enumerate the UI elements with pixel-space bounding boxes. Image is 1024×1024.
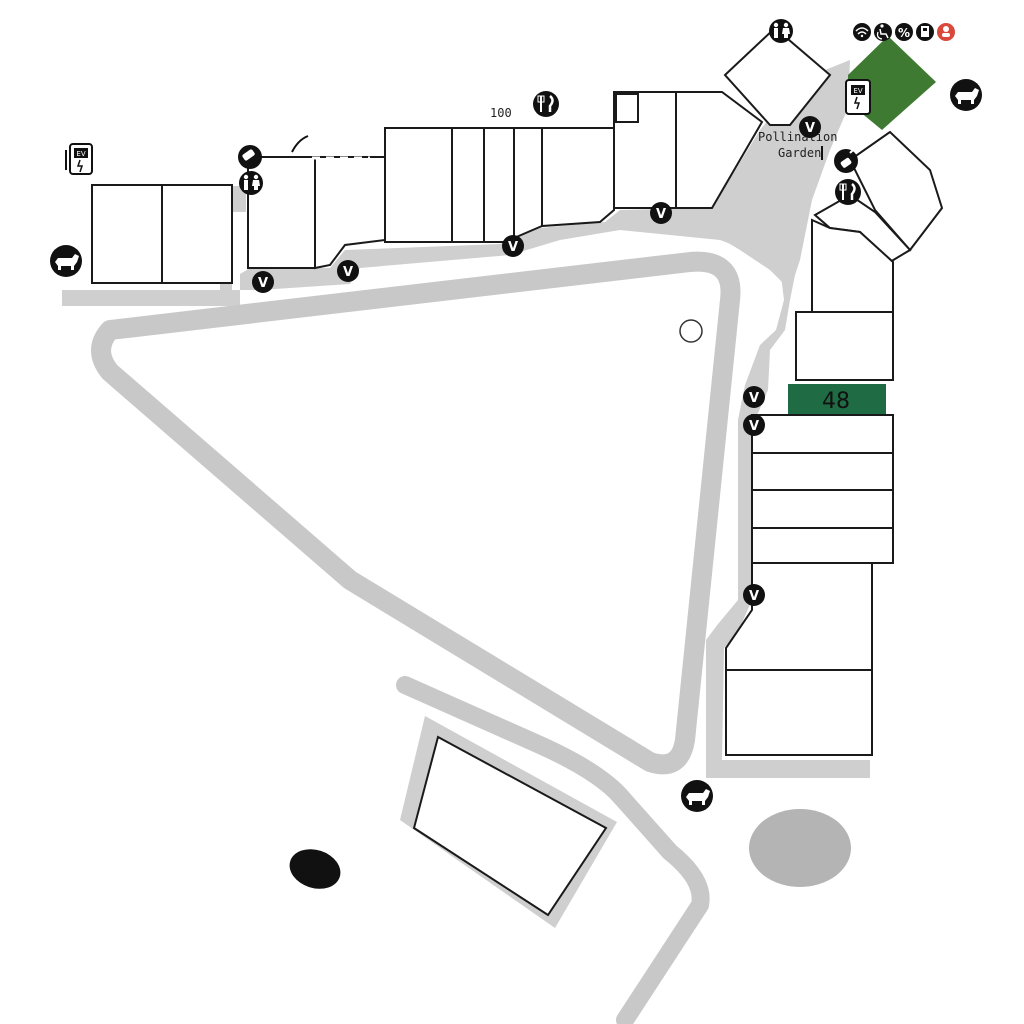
pollination-garden-label: Pollination: [758, 130, 837, 144]
store-unit[interactable]: [751, 452, 894, 491]
dog-icon[interactable]: [681, 780, 713, 812]
path-fragment: [291, 135, 309, 153]
ev-charging-icon[interactable]: EV: [845, 79, 871, 115]
dog-icon[interactable]: [50, 245, 82, 277]
ev-charging-icon[interactable]: EV: [65, 143, 93, 175]
vendor-markers: V V V V V V V V: [252, 116, 821, 606]
unit-100-label: 100: [490, 106, 512, 120]
vendor-marker[interactable]: V: [502, 235, 524, 257]
svg-text:V: V: [805, 121, 815, 136]
store-unit[interactable]: [161, 184, 233, 284]
svg-text:V: V: [343, 265, 353, 280]
wifi-icon[interactable]: [853, 23, 871, 41]
percent-icon[interactable]: %: [895, 23, 913, 41]
amenity-icon-row: %: [853, 23, 955, 41]
vendor-marker[interactable]: V: [799, 116, 821, 138]
store-unit[interactable]: [384, 127, 453, 243]
information-icon[interactable]: [937, 23, 955, 41]
store-unit[interactable]: [751, 527, 894, 564]
electric-plug-icon[interactable]: [834, 148, 858, 173]
pollination-garden-label-2: Garden: [778, 146, 821, 160]
vendor-marker[interactable]: V: [337, 260, 359, 282]
store-unit[interactable]: [541, 127, 615, 228]
store-unit[interactable]: [483, 127, 515, 243]
store-unit[interactable]: [723, 26, 832, 126]
svg-text:EV: EV: [76, 150, 85, 158]
lot-inner: [412, 735, 608, 917]
dog-icon[interactable]: [950, 79, 982, 111]
pond-landmark: [749, 809, 851, 887]
landmark-ring: [679, 319, 703, 343]
store-unit[interactable]: [91, 184, 163, 284]
store-unit[interactable]: [725, 669, 873, 756]
svg-text:V: V: [508, 240, 518, 255]
unit-48-label: 48: [822, 389, 850, 414]
highlighted-unit-48[interactable]: [788, 384, 886, 414]
dining-icon[interactable]: [533, 91, 559, 117]
south-road: [396, 676, 710, 1024]
fountain-landmark: [289, 849, 341, 889]
store-unit[interactable]: [615, 93, 639, 123]
store-unit[interactable]: [451, 127, 485, 243]
svg-text:%: %: [898, 26, 910, 40]
svg-text:V: V: [749, 419, 759, 434]
vendor-marker[interactable]: V: [743, 386, 765, 408]
store-unit[interactable]: [675, 91, 764, 209]
vendor-marker[interactable]: V: [743, 584, 765, 606]
atm-icon[interactable]: [916, 23, 934, 41]
dining-icon[interactable]: [835, 179, 861, 205]
store-unit[interactable]: [513, 127, 543, 240]
restroom-icon[interactable]: [769, 19, 793, 43]
accessible-icon[interactable]: [874, 23, 892, 41]
store-unit[interactable]: [751, 414, 894, 454]
svg-text:V: V: [749, 589, 759, 604]
store-unit[interactable]: [751, 489, 894, 529]
parking-loop: [91, 251, 741, 775]
store-unit[interactable]: [848, 130, 944, 252]
store-unit[interactable]: [795, 311, 894, 381]
vendor-marker[interactable]: V: [650, 202, 672, 224]
svg-text:V: V: [749, 391, 759, 406]
svg-text:V: V: [656, 207, 666, 222]
water-refill-icon[interactable]: [238, 145, 262, 169]
svg-text:V: V: [258, 276, 268, 291]
vendor-marker[interactable]: V: [743, 414, 765, 436]
restroom-icon[interactable]: [239, 171, 263, 195]
vendor-marker[interactable]: V: [252, 271, 274, 293]
svg-text:EV: EV: [853, 87, 862, 95]
